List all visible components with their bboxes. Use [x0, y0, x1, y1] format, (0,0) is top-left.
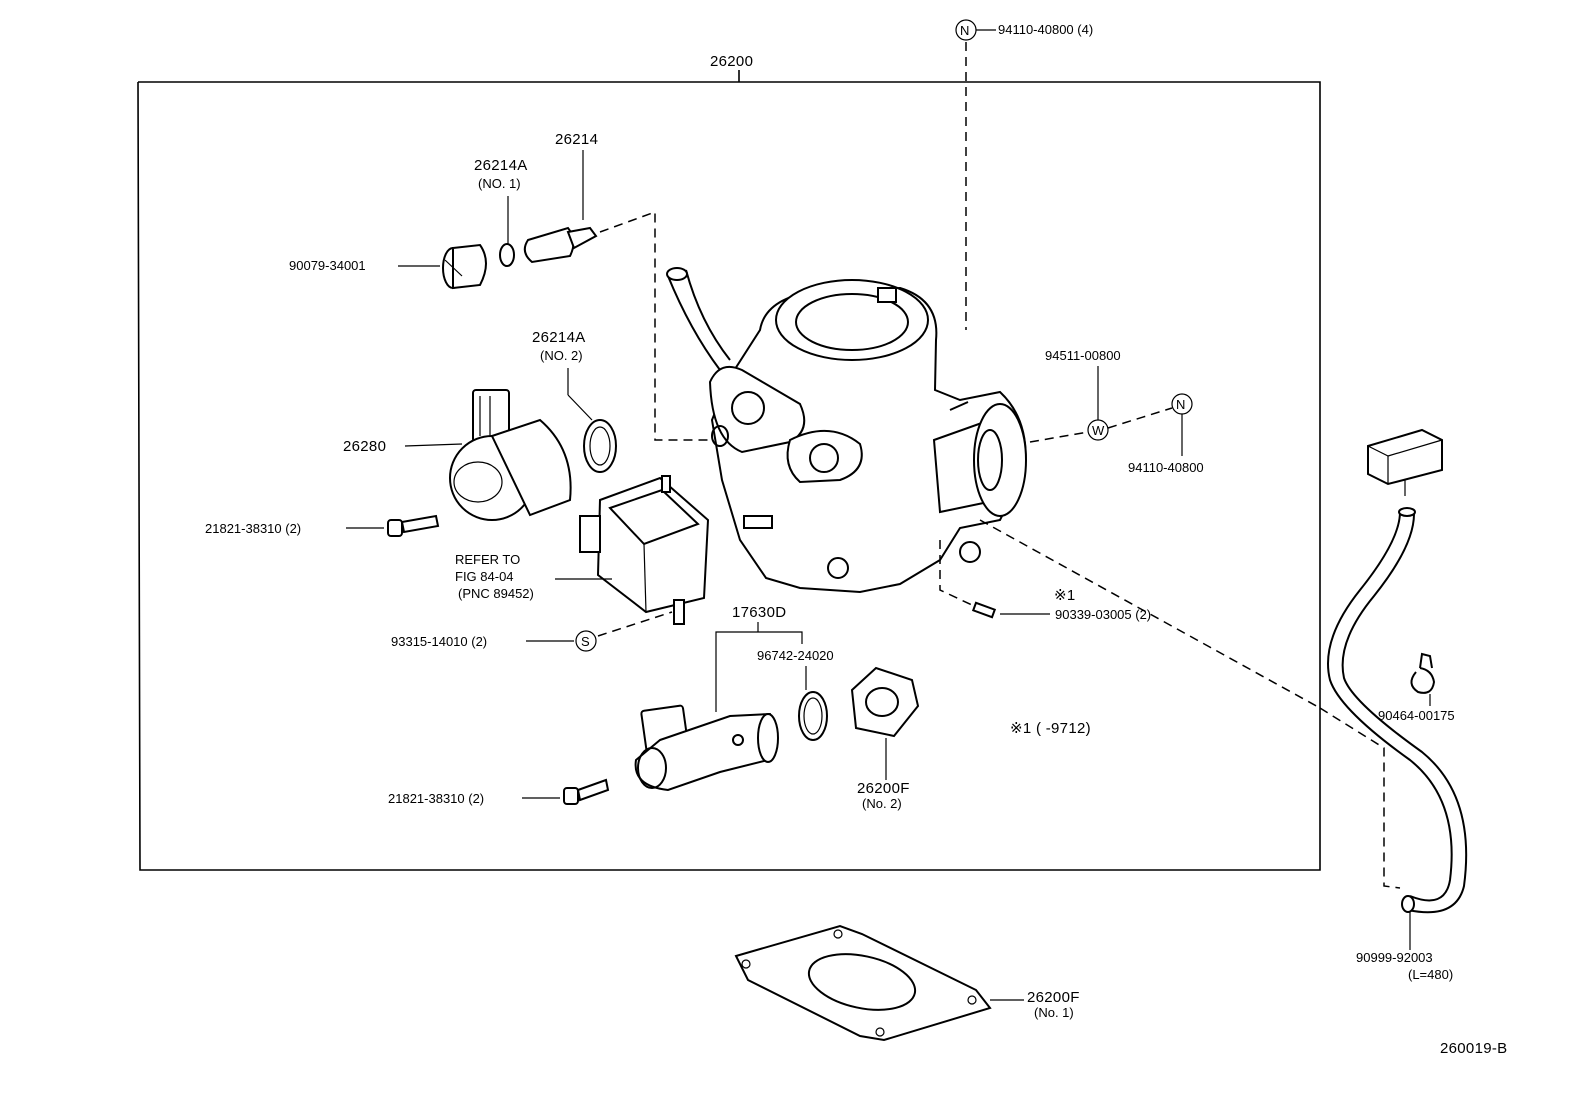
assembly-label: 26200: [710, 53, 753, 70]
label-top-nut: 94110-40800 (4): [998, 22, 1093, 37]
label-refer-line3: (PNC 89452): [458, 586, 534, 601]
symbol-n-top: N: [960, 23, 969, 38]
label-oring-no2: 26214A: [532, 329, 586, 346]
oring-isc-part: [798, 691, 828, 741]
label-clamp: 90464-00175: [1378, 708, 1455, 723]
washer-nut-group: 94511-00800 W N 94110-40800: [1029, 348, 1204, 475]
gasket-no2-part: [850, 666, 920, 738]
label-oring-isc: 96742-24020: [757, 648, 834, 663]
gasket-no1-group: 26200F (No. 1): [734, 924, 1080, 1042]
label-nut-right: 94110-40800: [1128, 460, 1204, 475]
valve-part: [449, 389, 572, 521]
label-screw-isc: 21821-38310 (2): [388, 791, 484, 806]
isc-valve-part: [634, 704, 779, 792]
gasket-no1-part: [734, 924, 992, 1042]
label-oring-no1: 26214A: [474, 157, 528, 174]
label-isc-valve: 17630D: [732, 604, 786, 621]
hose-line-b: [1341, 513, 1468, 914]
module-part: [579, 475, 710, 625]
isc-valve-group: 17630D 96742-24020 26200F (No. 2) 21821-…: [388, 604, 920, 811]
plug-part: [442, 243, 487, 290]
symbol-s: S: [581, 634, 590, 649]
label-plug: 90079-34001: [289, 258, 366, 273]
label-oring-no2-sub: (NO. 2): [540, 348, 583, 363]
label-valve: 26280: [343, 438, 386, 455]
label-oring-no1-sub: (NO. 1): [478, 176, 521, 191]
valve-26280-group: 26280 21821-38310 (2): [205, 389, 572, 537]
label-sensor: 26214: [555, 131, 598, 148]
sensor-group: 26214 26214A (NO. 1) 90079-34001: [289, 131, 708, 441]
hose-group: 90464-00175 90999-92003 (L=480): [1319, 428, 1468, 982]
label-screw-valve: 21821-38310 (2): [205, 521, 301, 536]
symbol-w: W: [1092, 423, 1105, 438]
label-washer: 94511-00800: [1045, 348, 1121, 363]
label-hose-sub: (L=480): [1408, 967, 1453, 982]
vacuum-box-part: [1367, 428, 1443, 496]
label-pin-mark: ※1: [1054, 587, 1076, 604]
module-group: REFER TO FIG 84-04 (PNC 89452) 93315-140…: [391, 475, 710, 652]
screw-valve-part: [387, 514, 440, 537]
label-gasket-no2: 26200F: [857, 780, 910, 797]
label-gasket-no1: 26200F: [1027, 989, 1080, 1006]
oring-no2-group: 26214A (NO. 2): [532, 329, 617, 473]
note-9712: ※1 ( -9712): [1010, 720, 1091, 737]
label-refer-line2: FIG 84-04: [455, 569, 514, 584]
pin-part: [971, 601, 997, 619]
oring-no2-part: [583, 419, 617, 473]
sensor-part: [523, 226, 598, 264]
label-gasket-no1-sub: (No. 1): [1034, 1005, 1074, 1020]
hose-line-a: [1327, 511, 1453, 902]
screw-isc-part: [563, 778, 610, 805]
label-refer-line1: REFER TO: [455, 552, 520, 567]
assembly-frame: 26200: [137, 53, 1321, 871]
figure-id: 260019-B: [1440, 1040, 1507, 1057]
throttle-body-part: [666, 267, 1027, 594]
symbol-n-right: N: [1176, 397, 1185, 412]
label-pin: 90339-03005 (2): [1055, 607, 1151, 622]
label-screw-s: 93315-14010 (2): [391, 634, 487, 649]
label-gasket-no2-sub: (No. 2): [862, 796, 902, 811]
pin-group: 90339-03005 (2) ※1: [939, 519, 1321, 709]
clamp-part: [1410, 652, 1436, 694]
oring-no1-part: [499, 243, 515, 267]
label-hose: 90999-92003: [1356, 950, 1433, 965]
